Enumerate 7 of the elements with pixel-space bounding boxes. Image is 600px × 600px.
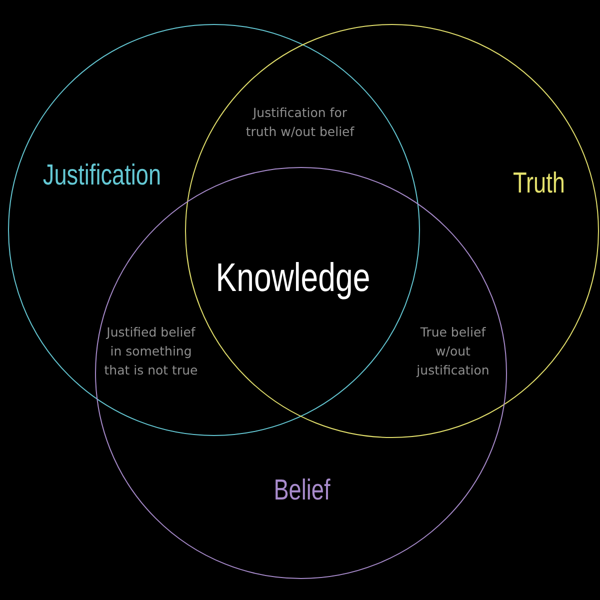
set-title: Justification — [42, 162, 162, 190]
region-label: Justification for truth w/out belief — [244, 104, 356, 141]
set-title: Truth — [513, 170, 565, 198]
set-title: Belief — [274, 476, 330, 506]
region-label: True belief w/out justification — [415, 324, 490, 380]
region-label: Justified belief in something that is not true — [103, 324, 199, 380]
center-label: Knowledge — [216, 258, 370, 298]
